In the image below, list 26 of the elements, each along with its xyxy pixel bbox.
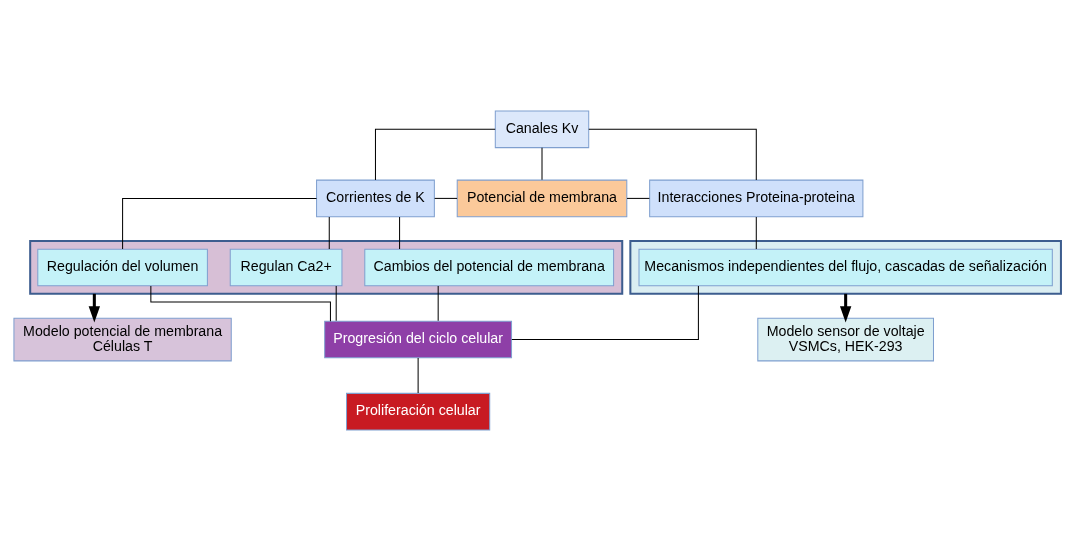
connector xyxy=(626,197,650,199)
node-box: Regulan Ca2+ xyxy=(229,248,342,286)
cluster xyxy=(628,239,1062,295)
node-box: Progresión del ciclo celular xyxy=(323,320,512,358)
connector xyxy=(433,197,458,199)
node-box: Modelo sensor de voltaje VSMCs, HEK-293 xyxy=(756,317,934,361)
connector xyxy=(374,128,496,180)
node-box: Proliferación celular xyxy=(345,392,490,430)
node-box: Cambios del potencial de membrana xyxy=(363,248,614,286)
connector xyxy=(121,197,317,249)
node-box: Canales Kv xyxy=(494,110,589,148)
connector xyxy=(510,285,699,340)
node-box: Mecanismos independientes del flujo, cascadas de señalización xyxy=(638,248,1053,286)
connector xyxy=(335,285,337,321)
connector xyxy=(149,284,331,322)
node-box: Regulación del volumen xyxy=(36,248,208,286)
connector xyxy=(328,215,330,249)
node-box: Corrientes de K xyxy=(315,179,435,217)
cluster xyxy=(28,239,623,295)
node-box: Potencial de membrana xyxy=(456,179,627,217)
connector xyxy=(398,215,400,249)
connector xyxy=(437,285,439,321)
node-box: Interacciones Proteina-proteina xyxy=(648,179,863,217)
node-box: Modelo potencial de membrana Células T xyxy=(12,317,232,361)
connector xyxy=(755,215,757,249)
connector xyxy=(587,128,757,180)
